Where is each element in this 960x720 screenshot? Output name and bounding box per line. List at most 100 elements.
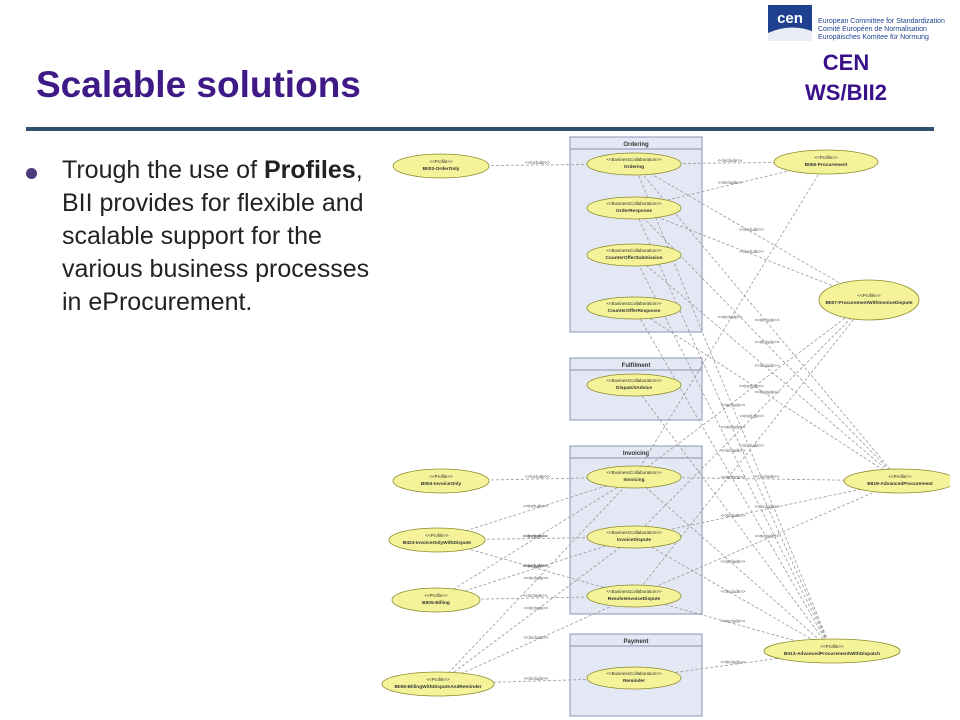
include-edge — [633, 163, 901, 482]
profile-bii06 — [773, 149, 879, 175]
collab-counteroffersubmission — [586, 243, 682, 267]
collab-label: CounterOfferResponse — [608, 308, 661, 314]
include-label: <<include>> — [718, 158, 743, 163]
profile-label: BII07-ProcurementWithInvoiceDispute — [825, 300, 912, 306]
collab-label: CounterOfferSubmission — [605, 255, 662, 261]
include-label: <<include>> — [721, 619, 746, 624]
profile-stereotype: <<Profile>> — [888, 474, 912, 479]
include-label: <<include>> — [755, 474, 780, 479]
collab-reminder — [586, 666, 682, 690]
include-edge — [633, 163, 833, 652]
collab-counterofferresponse — [586, 296, 682, 320]
profile-bii23 — [388, 527, 486, 553]
include-label: <<include>> — [523, 593, 548, 598]
collab-stereotype: <<BusinessCollaboration>> — [606, 301, 662, 306]
collab-resolveinvoicedispute — [586, 584, 682, 608]
include-edge — [633, 307, 833, 652]
profile-bii05 — [391, 587, 481, 613]
collab-dispatchadvice — [586, 373, 682, 397]
include-edge — [633, 595, 833, 652]
profile-stereotype: <<Profile>> — [857, 293, 881, 298]
include-label: <<include>> — [755, 504, 780, 509]
include-label: <<include>> — [739, 227, 764, 232]
include-label: <<include>> — [755, 363, 780, 368]
include-label: <<include>> — [739, 249, 764, 254]
profile-label: BII19-AdvancedProcurement — [867, 481, 933, 487]
profile-label: BII05-Billing — [422, 600, 450, 606]
include-label: <<include>> — [721, 448, 746, 453]
profile-stereotype: <<Profile>> — [425, 533, 449, 538]
include-edge — [633, 384, 833, 652]
collab-label: Ordering — [624, 164, 644, 170]
profile-stereotype: <<Profile>> — [429, 159, 453, 164]
include-edge — [633, 480, 901, 597]
collab-invoicing — [586, 465, 682, 489]
include-edge — [437, 536, 635, 685]
workshop-tag: CEN WS/BII2 — [786, 48, 906, 108]
include-edge — [633, 254, 833, 652]
include-edge — [633, 307, 901, 482]
include-edge — [633, 207, 833, 652]
include-edge — [633, 163, 870, 301]
collab-stereotype: <<BusinessCollaboration>> — [606, 201, 662, 206]
collab-label: Invoicing — [623, 477, 644, 483]
include-label: <<include>> — [721, 475, 746, 480]
collab-stereotype: <<BusinessCollaboration>> — [606, 470, 662, 475]
include-label: <<include>> — [739, 414, 764, 419]
include-label: <<include>> — [721, 589, 746, 594]
collab-invoicedispute — [586, 525, 682, 549]
include-edge — [633, 299, 870, 478]
logo-text: cen — [777, 10, 803, 27]
include-label: <<include>> — [523, 534, 548, 539]
profile-bii03 — [392, 153, 490, 179]
profile-label: BII06-Procurement — [805, 162, 848, 168]
collab-stereotype: <<BusinessCollaboration>> — [606, 157, 662, 162]
profile-label: BII04-InvoiceOnly — [421, 481, 462, 487]
profile-label: BII23-InvoiceOnlyWithDispute — [403, 540, 472, 546]
cen-logo: cen European Committee for Standardizati… — [768, 5, 953, 43]
include-edge — [436, 539, 635, 597]
include-label: <<include>> — [524, 635, 549, 640]
tag-line-cen: CEN — [822, 50, 870, 75]
include-label: <<include>> — [721, 513, 746, 518]
include-edge — [436, 476, 635, 541]
pkg-fulfilment-label: Fulfilment — [622, 363, 651, 369]
include-label: <<include>> — [755, 340, 780, 345]
slide-title: Scalable solutions — [36, 64, 361, 105]
collab-label: Reminder — [623, 678, 645, 684]
bullet-bold: Profiles — [263, 156, 356, 184]
profile-stereotype: <<Profile>> — [820, 644, 844, 649]
title-divider — [26, 127, 934, 131]
org-names: European Committee for Standardization C… — [818, 18, 945, 42]
profile-stereotype: <<Profile>> — [814, 155, 838, 160]
bullet-pre: Trough the use of — [62, 156, 264, 184]
collab-stereotype: <<BusinessCollaboration>> — [606, 248, 662, 253]
collab-ordering — [586, 152, 682, 176]
collab-orderresponse — [586, 196, 682, 220]
bullet-post: , BII provides for flexible and scalable… — [62, 156, 370, 316]
include-label: <<include>> — [721, 660, 746, 665]
include-label: <<include>> — [524, 676, 549, 681]
org-line-en: European Committee for Standardization — [818, 18, 945, 25]
profile-stereotype: <<Profile>> — [426, 677, 450, 682]
profile-stereotype: <<Profile>> — [424, 593, 448, 598]
include-label: <<include>> — [721, 559, 746, 564]
include-label: <<include>> — [718, 315, 743, 320]
collab-stereotype: <<BusinessCollaboration>> — [606, 589, 662, 594]
include-label: <<include>> — [755, 534, 780, 539]
profile-label: BII03-OrderOnly — [423, 166, 460, 172]
profile-label: BII13-AdvancedProcurementWithDispatch — [784, 651, 880, 657]
include-label: <<include>> — [525, 160, 550, 165]
org-line-de: Europäisches Komitee für Normung — [818, 34, 929, 41]
include-edge — [633, 299, 870, 597]
include-label: <<include>> — [739, 443, 764, 448]
include-label: <<include>> — [721, 403, 746, 408]
include-label: <<include>> — [523, 504, 548, 509]
collab-stereotype: <<BusinessCollaboration>> — [606, 671, 662, 676]
include-label: <<include>> — [718, 180, 743, 185]
include-edge — [437, 595, 635, 685]
use-case-nodes: <<Profile>> BII03-OrderOnly <<Profile>> BII… — [381, 149, 950, 697]
collab-label: InvoiceDispute — [617, 537, 651, 543]
profile-bii13 — [763, 638, 901, 664]
include-label: <<include>> — [755, 390, 780, 395]
